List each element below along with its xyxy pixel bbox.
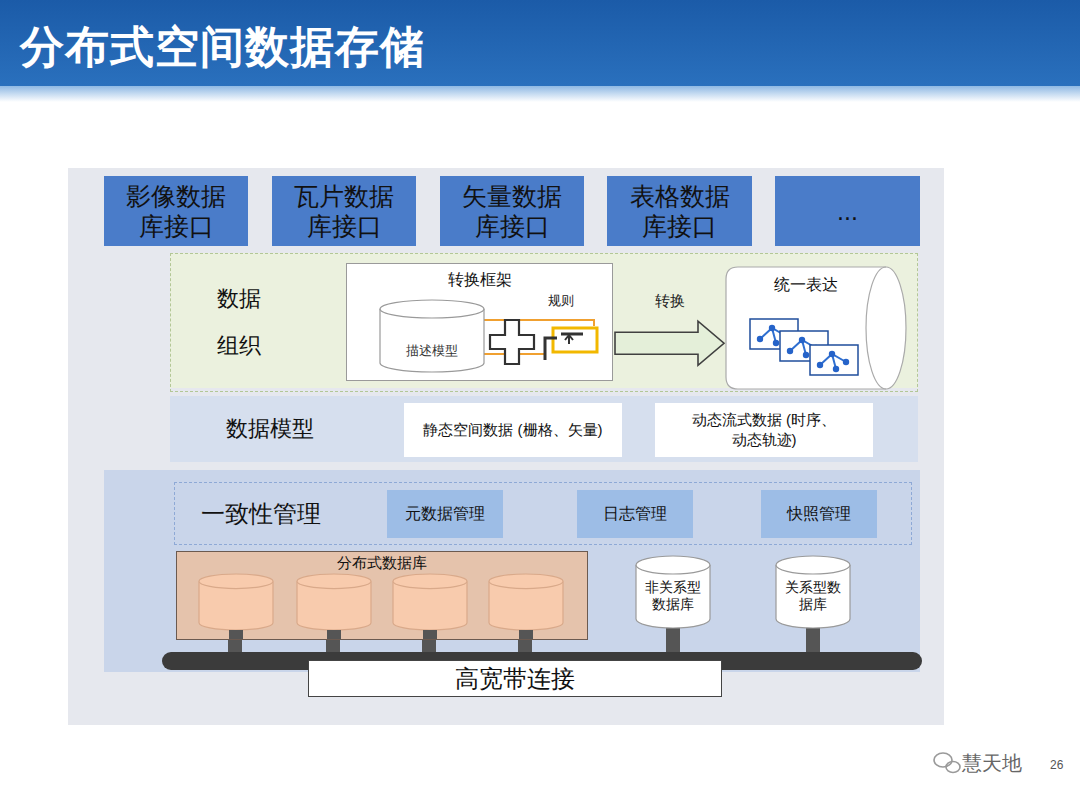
page-number: 26: [1050, 758, 1063, 772]
organization-band-fill: [170, 253, 918, 388]
storage-band: [104, 470, 920, 672]
drum-end: [866, 267, 886, 389]
icon-dot: [769, 325, 775, 331]
wechat-icon: [934, 753, 960, 773]
icon-frame: [810, 345, 858, 375]
watermark: 慧天地: [962, 750, 1022, 777]
pipe: [327, 630, 341, 639]
cylinder-top: [380, 300, 484, 318]
database-cylinder: 关系型数据库: [776, 556, 850, 628]
icon-dot: [773, 340, 779, 346]
bus-box: 高宽带连接: [308, 660, 722, 697]
pipe: [229, 630, 243, 639]
node-text: 一致性管理: [201, 498, 321, 530]
node-text: 描述模型: [406, 342, 458, 360]
node-text: 转换框架: [448, 270, 512, 291]
bubble: [946, 762, 960, 773]
layer-band: 数据 组织 转换框架描述模型 统一表达: [170, 253, 918, 392]
cylinder-top: [636, 556, 710, 574]
storage-drum: 统一表达: [726, 267, 906, 389]
shape-art: [380, 300, 484, 372]
node-text: 元数据管理: [405, 504, 485, 525]
icon-dot: [817, 362, 823, 368]
edge-label: 转换: [653, 292, 687, 311]
pipe: [519, 630, 533, 639]
icon-dot: [803, 352, 809, 358]
icon-dot: [843, 359, 849, 365]
node-text: 静态空间数据 (栅格、矢量): [423, 420, 602, 440]
bubble: [934, 753, 952, 767]
interface-box: 瓦片数据库接口: [272, 176, 416, 246]
rule-arrow: [565, 335, 573, 344]
node-text: 非关系型数据库: [640, 579, 706, 613]
title-strip: [0, 86, 1080, 102]
plus-sign: [490, 320, 534, 364]
icon-dot: [829, 351, 835, 357]
database-cylinder: 非关系型数据库: [636, 556, 710, 628]
slide-title: 分布式空间数据存储: [20, 18, 425, 77]
interface-box: 表格数据库接口: [607, 176, 752, 246]
node-text: 关系型数据库: [780, 579, 846, 613]
database-cylinder: 描述模型: [380, 300, 484, 372]
cylinder-top: [489, 574, 563, 589]
cylinder-top: [199, 574, 273, 589]
node-text: 影像数据库接口: [120, 181, 232, 241]
node-text: 数据模型: [226, 414, 314, 444]
node-text: 高宽带连接: [455, 663, 575, 695]
drum-body: [726, 267, 906, 389]
management-box: 元数据管理: [387, 490, 503, 538]
interface-box: 影像数据库接口: [104, 176, 248, 246]
icon-dot: [799, 337, 805, 343]
icon-dot: [787, 348, 793, 354]
rule-bracket: [545, 334, 583, 360]
management-group: 一致性管理 元数据管理 日志管理 快照管理: [174, 482, 912, 545]
block-arrow: [615, 321, 724, 365]
node-text: 瓦片数据库接口: [288, 181, 400, 241]
cylinder-top: [297, 574, 371, 589]
icon-dot: [833, 366, 839, 372]
node-text: 分布式数据库: [337, 554, 427, 573]
grey-panel: [68, 168, 944, 725]
cylinder-top: [776, 556, 850, 574]
node-text: ...: [837, 196, 858, 226]
node-text: 统一表达: [774, 275, 838, 296]
database-cluster: 分布式数据库: [176, 551, 588, 640]
management-box: 快照管理: [761, 490, 877, 538]
pipe: [423, 630, 437, 639]
node-text: 日志管理: [603, 504, 667, 525]
model-box: 静态空间数据 (栅格、矢量): [404, 403, 622, 457]
graph-icon: [810, 345, 858, 375]
icon-dot: [757, 336, 763, 342]
node-text: 矢量数据库接口: [456, 181, 568, 241]
interface-box: ...: [775, 176, 920, 246]
node-text: 数据 组织: [217, 276, 267, 368]
interface-box: 矢量数据库接口: [440, 176, 584, 246]
rule-label: 规则: [548, 292, 574, 310]
layer-band: 数据模型 静态空间数据 (栅格、矢量) 动态流式数据 (时序、动态轨迹): [170, 396, 918, 462]
management-box: 日志管理: [577, 490, 693, 538]
model-box: 动态流式数据 (时序、动态轨迹): [655, 403, 873, 457]
node-text: 表格数据库接口: [623, 181, 736, 241]
node-text: 快照管理: [787, 504, 851, 525]
node-text: 动态流式数据 (时序、动态轨迹): [663, 410, 865, 451]
framework-box: 转换框架描述模型: [346, 263, 613, 381]
cylinder-top: [393, 574, 467, 589]
rule-frame: [553, 328, 597, 352]
